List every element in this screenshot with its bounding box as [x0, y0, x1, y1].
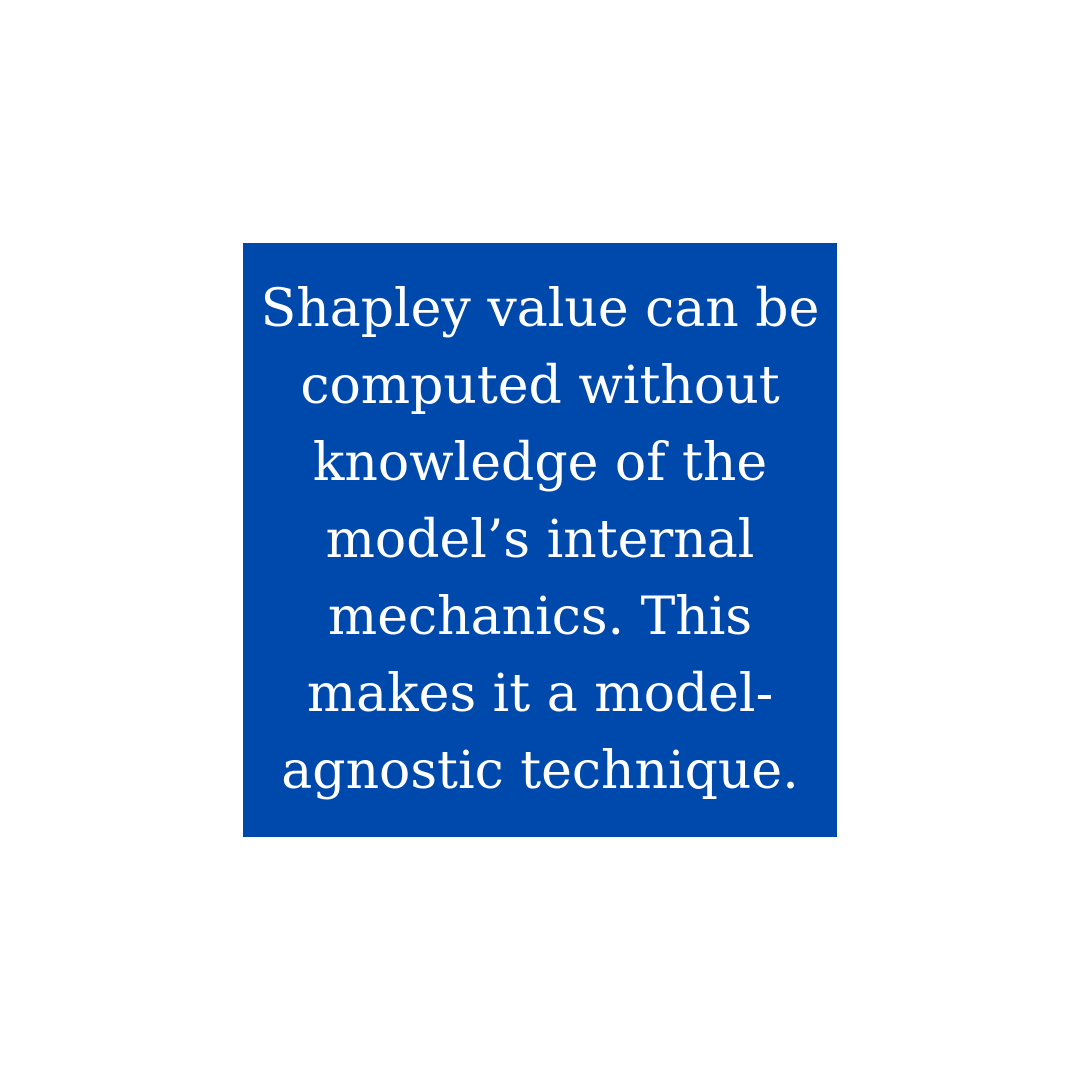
- quote-line-4: model’s internal: [325, 509, 755, 570]
- quote-line-7: agnostic technique.: [281, 740, 799, 801]
- quote-card: Shapley value can be computed without kn…: [243, 243, 837, 837]
- quote-text: Shapley value can be computed without kn…: [260, 271, 820, 810]
- quote-line-3: knowledge of the: [312, 432, 768, 493]
- quote-line-2: computed without: [300, 355, 780, 416]
- quote-line-6: makes it a model-: [306, 663, 774, 724]
- quote-line-1: Shapley value can be: [260, 278, 820, 339]
- quote-line-5: mechanics. This: [327, 586, 753, 647]
